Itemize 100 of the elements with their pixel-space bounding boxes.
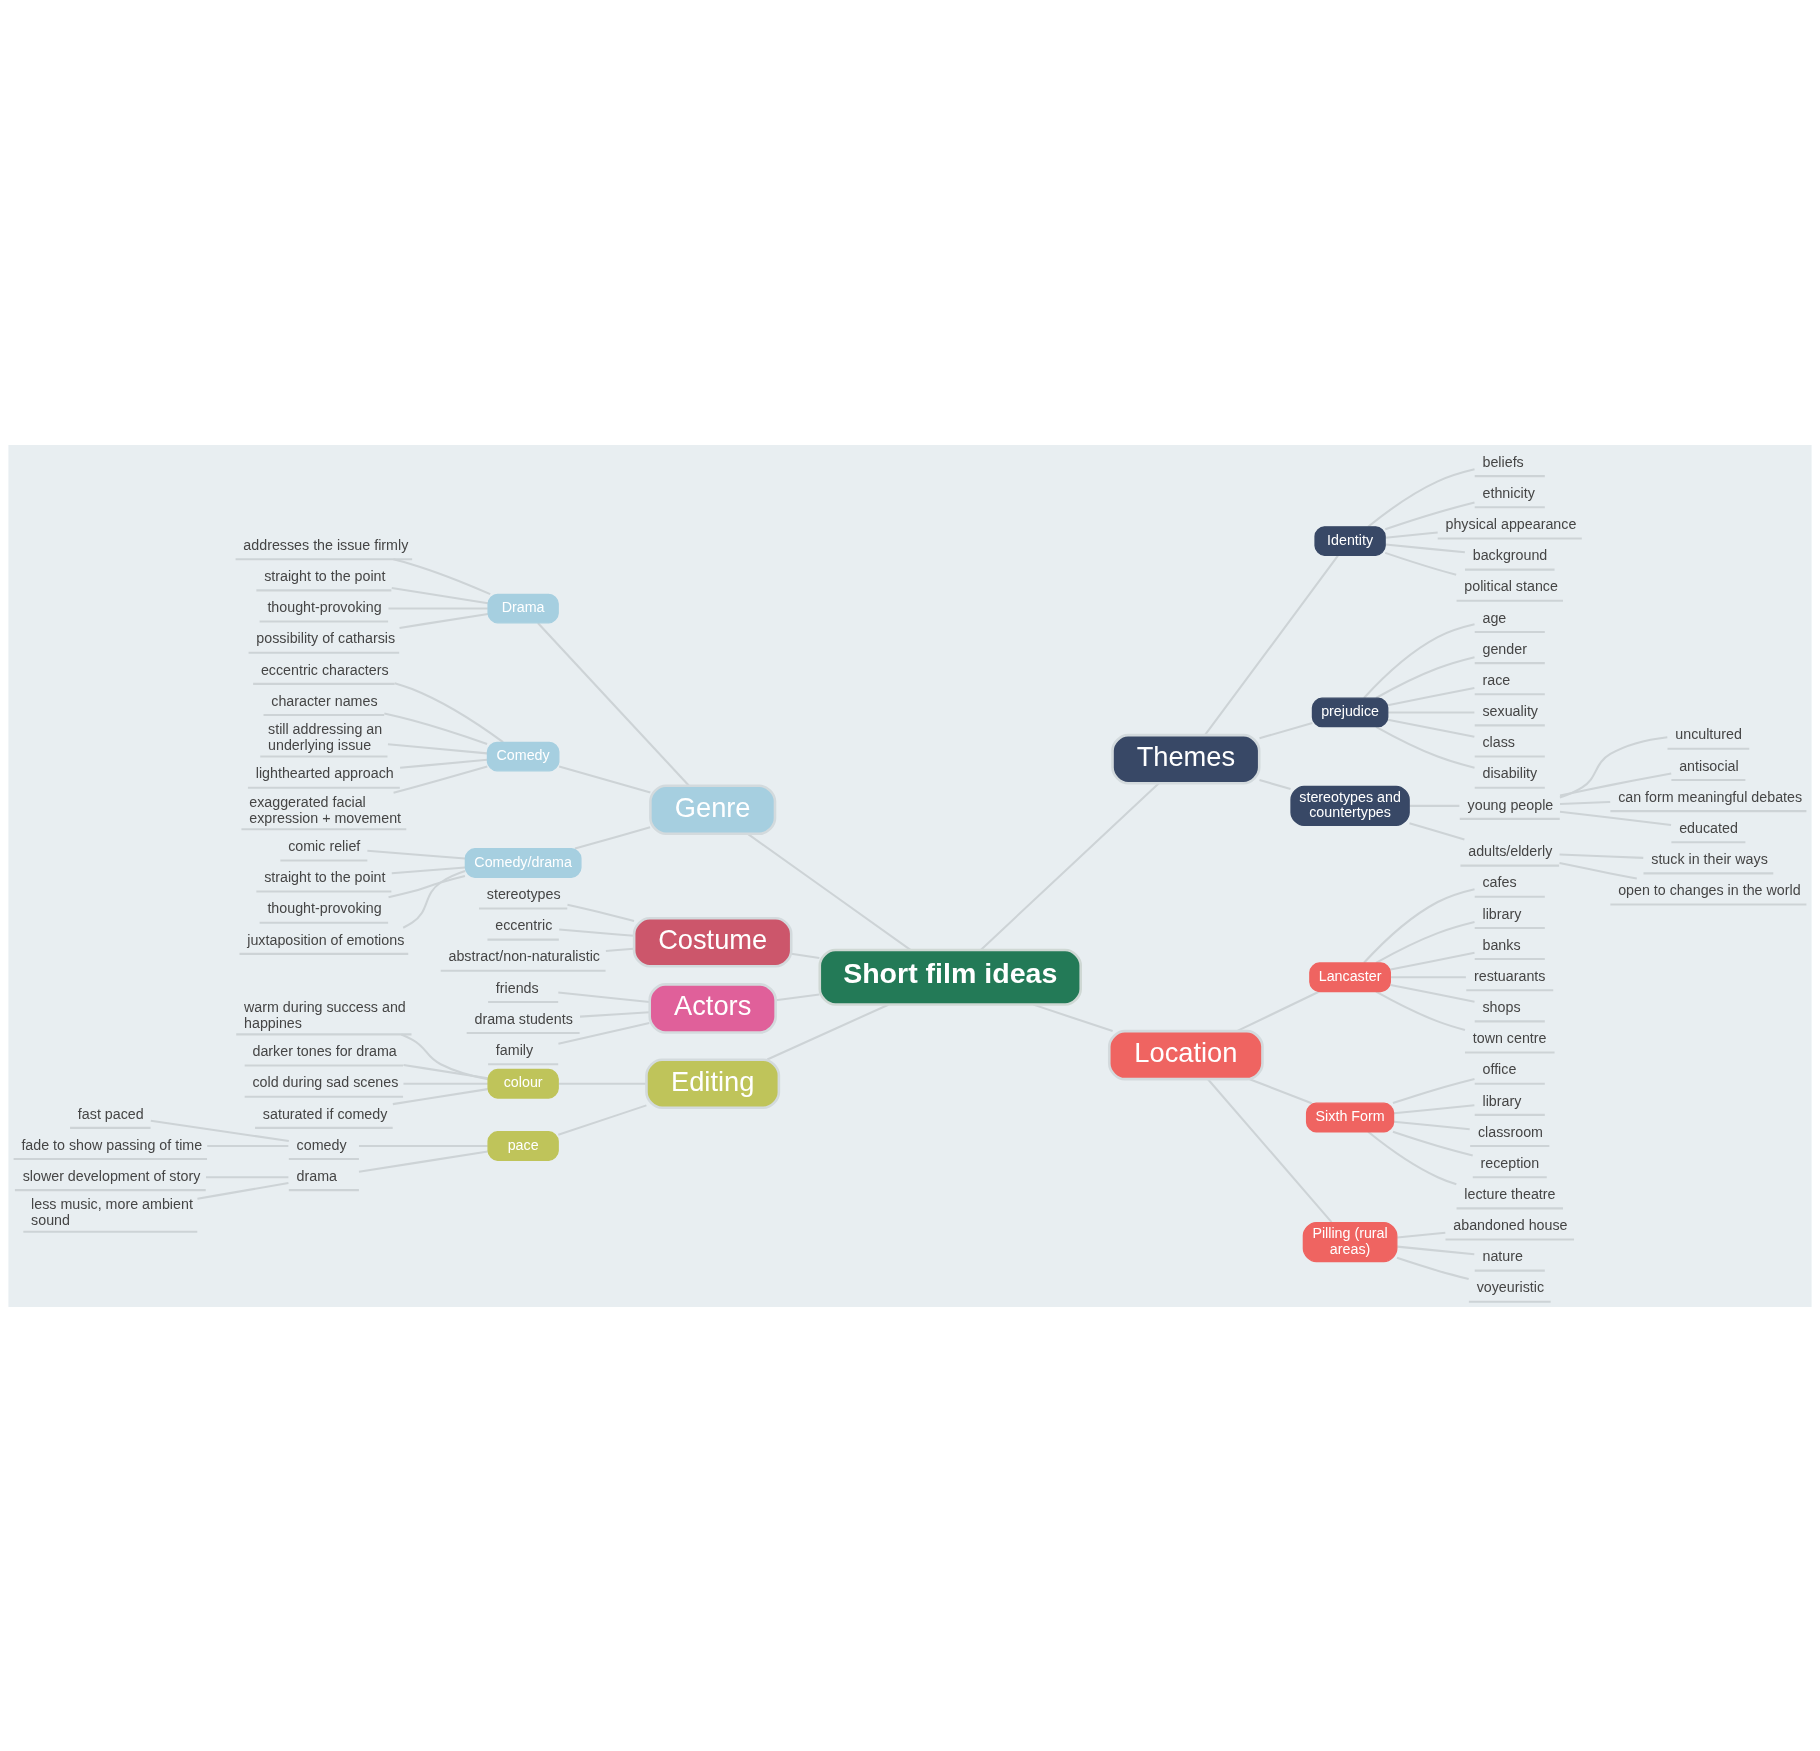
node-box: Sixth Form (1305, 1102, 1395, 1132)
connector (1387, 718, 1475, 738)
connector (1397, 1231, 1446, 1239)
node-text: sexuality (1482, 702, 1539, 719)
node-text: less music, more ambient sound (31, 1195, 193, 1228)
connector (391, 865, 466, 874)
connector (388, 874, 466, 898)
connector (391, 586, 489, 604)
node-text: eccentric (495, 916, 553, 933)
node-text: straight to the point (264, 567, 386, 584)
connector (402, 869, 466, 929)
connector (1559, 800, 1611, 805)
connector (399, 612, 489, 629)
node-text: saturated if comedy (262, 1105, 388, 1121)
node-text: beliefs (1482, 453, 1524, 470)
connector (1259, 778, 1291, 790)
node-text: classroom (1477, 1123, 1543, 1140)
node-text: reception (1480, 1154, 1540, 1171)
connector (1559, 735, 1668, 799)
connector (400, 758, 488, 769)
node-text: comedy (296, 1136, 347, 1153)
node-text: friends (495, 979, 539, 996)
node-text: family (495, 1041, 534, 1058)
connector (1387, 686, 1475, 706)
node-text: stuck in their ways (1651, 850, 1768, 867)
node-text: thought-provoking (267, 899, 382, 916)
connector (1396, 1256, 1469, 1280)
node-text: abstract/non-naturalistic (448, 947, 600, 964)
connector (387, 742, 488, 754)
connector (150, 1119, 289, 1142)
node-box: stereotypes and countertypes (1290, 785, 1410, 826)
node-text: fast paced (77, 1105, 144, 1121)
connector (1385, 542, 1465, 553)
node-text: possibility of catharsis (256, 629, 396, 646)
node-box: Genre (649, 784, 777, 835)
node-text: library (1482, 905, 1522, 922)
connector (1393, 1103, 1475, 1114)
node-text: drama students (474, 1010, 573, 1027)
node-box: Lancaster (1309, 961, 1391, 992)
connector (1559, 853, 1644, 859)
connector (1393, 1120, 1470, 1130)
node-text: shops (1482, 998, 1521, 1015)
node-text: character names (271, 692, 378, 709)
node-text: educated (1679, 819, 1738, 836)
connector (400, 1033, 488, 1080)
node-text: age (1482, 609, 1507, 626)
connector (558, 764, 651, 793)
node-text: background (1472, 546, 1548, 563)
connector (197, 1181, 289, 1200)
connector (1363, 887, 1475, 963)
node-text: nature (1482, 1247, 1523, 1264)
node-text: antisocial (1679, 757, 1739, 774)
node-text: physical appearance (1445, 515, 1577, 532)
node-box: Pilling (rural areas) (1302, 1221, 1398, 1262)
node-text: voyeuristic (1476, 1278, 1545, 1295)
node-text: disability (1482, 764, 1538, 781)
connector (1384, 501, 1475, 530)
node-text: eccentric characters (260, 661, 389, 678)
connector (567, 903, 635, 922)
node-text: open to changes in the world (1618, 881, 1801, 898)
node-text: office (1482, 1060, 1517, 1077)
node-text: restuarants (1474, 967, 1546, 984)
node-box: Comedy (486, 741, 560, 771)
connector (1384, 551, 1457, 576)
node-box: Drama (487, 593, 559, 623)
connector (559, 928, 634, 937)
node-text: straight to the point (264, 868, 386, 885)
connector (367, 849, 466, 860)
node-text: cafes (1482, 873, 1517, 890)
node-text: race (1482, 671, 1511, 688)
node-text: cold during sad scenes (252, 1073, 399, 1090)
node-text: town centre (1472, 1029, 1547, 1046)
node-text: library (1482, 1092, 1522, 1109)
node-text: drama (296, 1167, 338, 1184)
connector (1385, 530, 1438, 539)
connector (1397, 1245, 1475, 1255)
connector (1392, 1130, 1473, 1156)
node-text: slower development of story (22, 1167, 201, 1184)
node-text: gender (1482, 640, 1527, 657)
connector (393, 765, 488, 794)
node-text: exaggerated facial expression + movement (249, 793, 402, 826)
connector (775, 992, 820, 1001)
connector (393, 557, 491, 595)
node-text: young people (1467, 796, 1554, 813)
node-text: ethnicity (1482, 484, 1535, 501)
node-box: Comedy/drama (464, 847, 582, 878)
connector (358, 1149, 488, 1173)
node-text: uncultured (1675, 725, 1742, 742)
node-text: political stance (1464, 577, 1558, 594)
connector (557, 1103, 647, 1136)
node-box: Identity (1314, 525, 1386, 556)
node-text: thought-provoking (267, 598, 382, 615)
node-box: Themes (1111, 733, 1261, 784)
connector (1392, 1077, 1475, 1104)
node-text: juxtaposition of emotions (247, 931, 405, 948)
connector (1259, 721, 1313, 739)
connector (574, 825, 651, 850)
node-text: lecture theatre (1464, 1185, 1556, 1202)
node-box: Editing (645, 1057, 781, 1109)
node-text: comic relief (288, 837, 361, 854)
